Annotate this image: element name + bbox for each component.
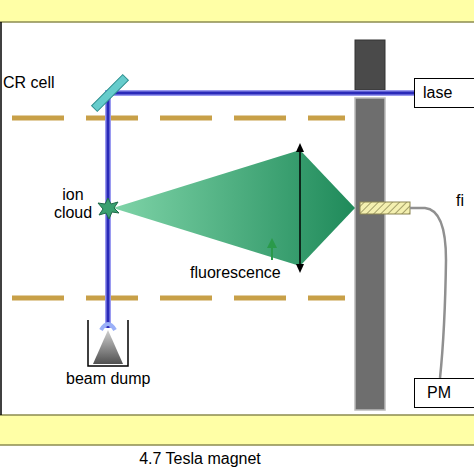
part-label: 4.7 Tesla magnet [0,450,400,468]
laser-beam [108,93,414,328]
optical-fiber [410,208,446,378]
cell-electrode [12,116,345,121]
part-label: CR cell [3,74,55,92]
magnet-bar [0,0,474,22]
instrument-box: PM [414,378,474,408]
fluorescence-cone [113,150,355,266]
part-label: beam dump [66,370,151,388]
box-label: PM [427,384,474,402]
laser-beam [108,93,414,328]
fiber-connector [360,202,410,214]
mirror [92,75,129,112]
beam-dump [93,330,123,364]
part-label: ion cloud [50,186,96,223]
ion-cloud [98,198,119,219]
cell-electrode [12,296,345,301]
flange [355,98,385,410]
part-label: fi [456,192,464,210]
magnet-bar [0,415,474,445]
bore-outline [0,22,2,415]
beam-dump [88,320,128,366]
lens [296,264,304,273]
box-label: lase [423,84,474,102]
instrument-box: lase [414,78,474,108]
part-label: fluorescence [190,264,281,282]
fluorescence-arrow [271,246,273,260]
flange [355,40,385,90]
fluorescence-arrow [267,238,277,248]
lens [296,143,304,152]
beam-dump [101,324,115,330]
lens [299,148,301,268]
